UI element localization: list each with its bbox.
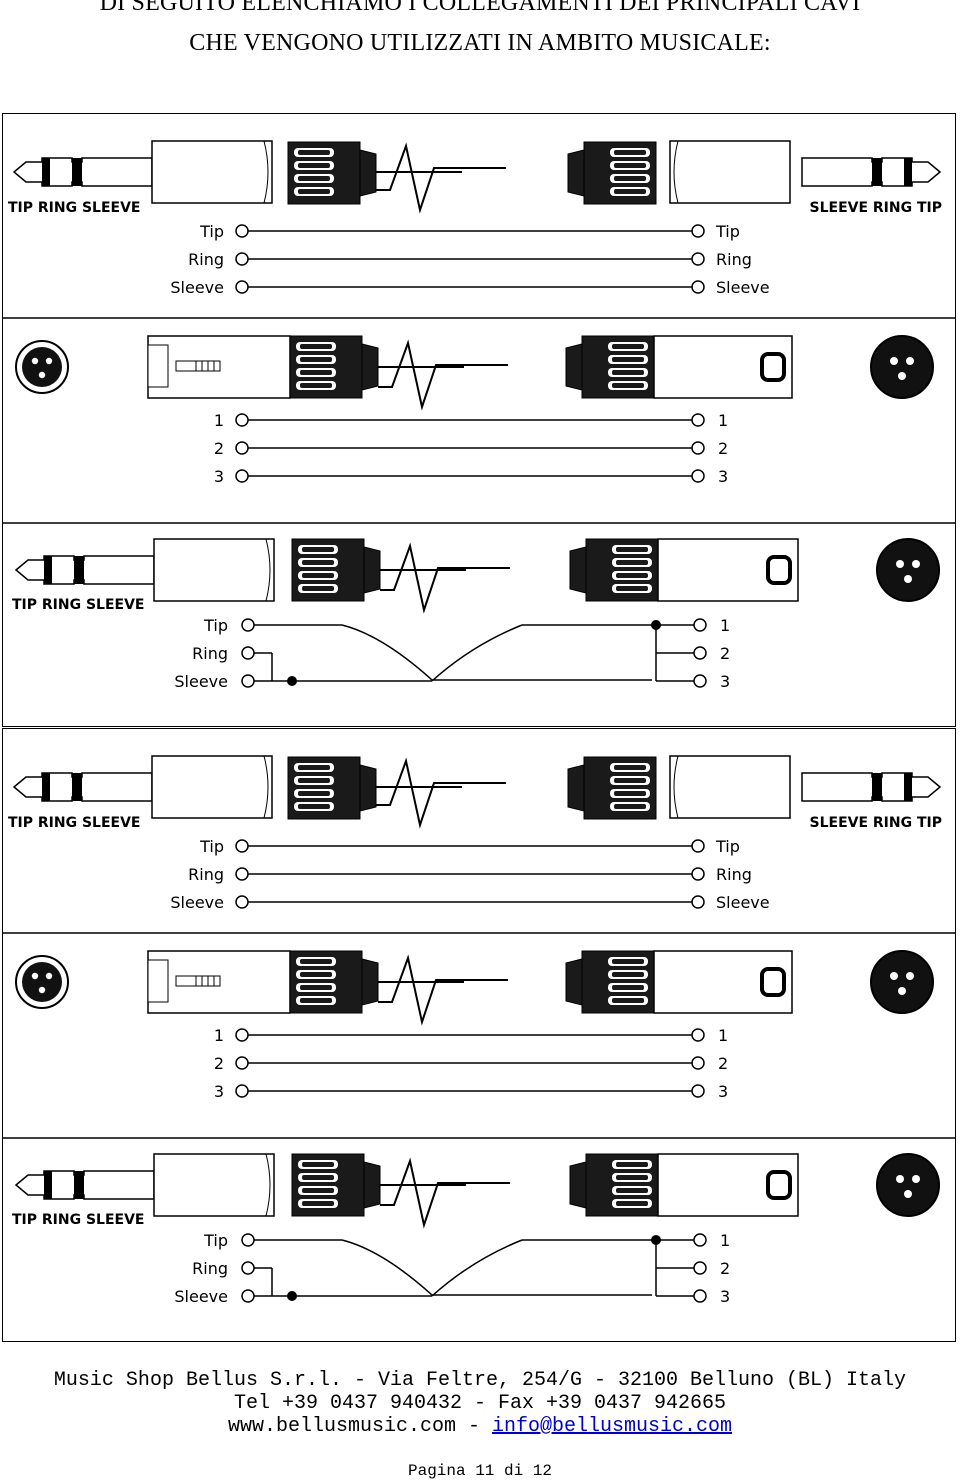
pin-label-1-5r: 1 bbox=[718, 1026, 728, 1045]
wire-label-ring-right: Ring bbox=[716, 250, 752, 269]
pin-label-3-5l: 3 bbox=[214, 1082, 224, 1101]
trs-left-caption-4: TIP RING SLEEVE bbox=[8, 815, 141, 831]
trs-left-caption-6: TIP RING SLEEVE bbox=[12, 1212, 145, 1228]
trs-right-caption: SLEEVE RING TIP bbox=[810, 200, 943, 216]
pin-label-1-3: 1 bbox=[720, 616, 730, 635]
trs-left-caption: TIP RING SLEEVE bbox=[8, 200, 141, 216]
wire-label-ring-6: Ring bbox=[192, 1259, 228, 1278]
wire-label-sleeve-3: Sleeve bbox=[174, 672, 228, 691]
footer-address: Music Shop Bellus S.r.l. - Via Feltre, 2… bbox=[53, 1369, 907, 1392]
page-number: Pagina 11 di 12 bbox=[407, 1462, 553, 1480]
pin-label-2-5l: 2 bbox=[214, 1054, 224, 1073]
wire-label-tip-6: Tip bbox=[203, 1231, 228, 1250]
pin-label-2-left: 2 bbox=[214, 439, 224, 458]
wire-label-tip-right: Tip bbox=[715, 222, 740, 241]
pin-label-3-left: 3 bbox=[214, 467, 224, 486]
trs-left-caption-2: TIP RING SLEEVE bbox=[12, 597, 145, 613]
diagram-trs-to-trs-2: TIP RING SLEEVE SLEEVE RING TIP Tip Ring… bbox=[2, 730, 956, 934]
footer-phone: Tel +39 0437 940432 - Fax +39 0437 94266… bbox=[233, 1392, 727, 1415]
page-heading-line-1: DI SEGUITO ELENCHIAMO I COLLEGAMENTI DEI… bbox=[99, 0, 861, 16]
wire-label-ring-4r: Ring bbox=[716, 865, 752, 884]
pin-label-3-3: 3 bbox=[720, 672, 730, 691]
pin-label-2-3: 2 bbox=[720, 644, 730, 663]
pin-label-1-left: 1 bbox=[214, 411, 224, 430]
pin-label-1-5l: 1 bbox=[214, 1026, 224, 1045]
diagram-frame-top bbox=[2, 113, 956, 727]
footer-website: www.bellusmusic.com - bbox=[227, 1415, 492, 1438]
diagram-trs-to-trs-1: TIP RING SLEEVE SLEEVE RING TIP Tip Ring… bbox=[2, 115, 956, 319]
diagram-xlr-to-xlr-2: 1 2 3 1 2 3 bbox=[2, 935, 956, 1139]
wire-label-sleeve-4l: Sleeve bbox=[170, 893, 224, 912]
wire-label-sleeve-4r: Sleeve bbox=[716, 893, 770, 912]
wire-label-tip-4l: Tip bbox=[199, 837, 224, 856]
pin-label-3-6: 3 bbox=[720, 1287, 730, 1306]
wire-label-sleeve-left: Sleeve bbox=[170, 278, 224, 297]
diagram-xlr-to-xlr-1: 1 2 3 1 2 3 bbox=[2, 320, 956, 524]
trs-plug-right bbox=[801, 157, 941, 187]
diagram-trs-to-xlr-1: TIP RING SLEEVE Tip Ring Sleeve 1 2 3 bbox=[2, 525, 956, 725]
wire-label-ring-left: Ring bbox=[188, 250, 224, 269]
footer-web: www.bellusmusic.com - info@bellusmusic.c… bbox=[0, 1415, 960, 1438]
pin-label-2-5r: 2 bbox=[718, 1054, 728, 1073]
wire-label-tip-3: Tip bbox=[203, 616, 228, 635]
trs-plug-left bbox=[13, 157, 153, 187]
page-heading-line-2: CHE VENGONO UTILIZZATI IN AMBITO MUSICAL… bbox=[189, 30, 771, 56]
pin-label-3-right: 3 bbox=[718, 467, 728, 486]
wire-label-ring-3: Ring bbox=[192, 644, 228, 663]
diagram-trs-to-xlr-2: TIP RING SLEEVE Tip Ring Sleeve 1 2 3 bbox=[2, 1140, 956, 1340]
xlr-male-face bbox=[870, 335, 934, 399]
trs-right-caption-4: SLEEVE RING TIP bbox=[810, 815, 943, 831]
pin-label-1-6: 1 bbox=[720, 1231, 730, 1250]
wire-label-sleeve-right: Sleeve bbox=[716, 278, 770, 297]
pin-label-2-right: 2 bbox=[718, 439, 728, 458]
xlr-female-face bbox=[15, 340, 69, 394]
wire-label-ring-4l: Ring bbox=[188, 865, 224, 884]
wire-label-tip-4r: Tip bbox=[715, 837, 740, 856]
pin-label-3-5r: 3 bbox=[718, 1082, 728, 1101]
diagram-frame-bottom bbox=[2, 728, 956, 1342]
pin-label-1-right: 1 bbox=[718, 411, 728, 430]
wire-label-tip-left: Tip bbox=[199, 222, 224, 241]
pin-label-2-6: 2 bbox=[720, 1259, 730, 1278]
footer-email-link[interactable]: info@bellusmusic.com bbox=[492, 1415, 733, 1438]
wire-label-sleeve-6: Sleeve bbox=[174, 1287, 228, 1306]
